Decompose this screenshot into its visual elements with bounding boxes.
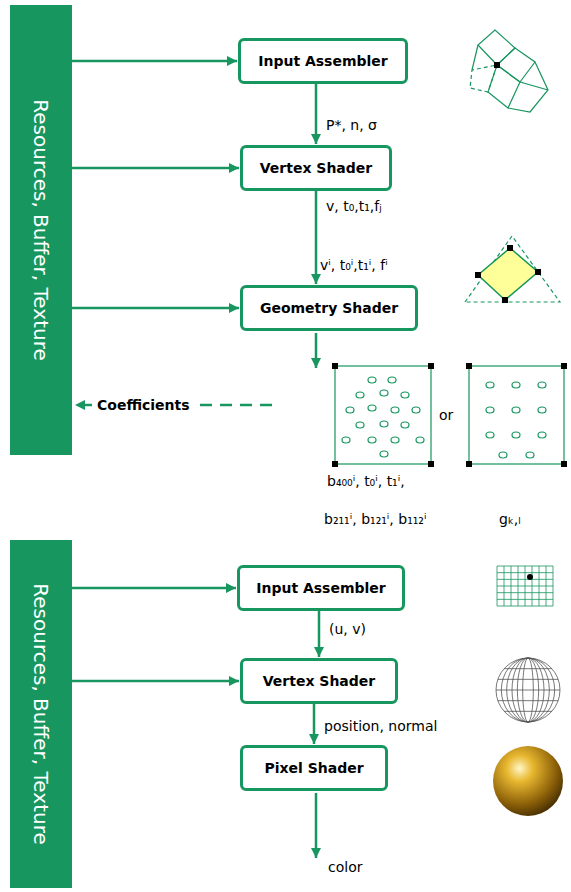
band-label: Resources, Buffer, Texture	[29, 99, 53, 360]
stage-box: Input Assembler	[237, 565, 405, 611]
stage-box: Vertex Shader	[240, 658, 398, 704]
flow-arrow	[315, 191, 318, 284]
flow-arrow	[318, 611, 321, 657]
flow-arrow	[313, 704, 316, 744]
annotation: gₖ,ₗ	[497, 510, 523, 528]
stage-name: Vertex Shader	[263, 673, 375, 689]
bezier-grid	[335, 366, 431, 464]
stage-name: Pixel Shader	[264, 760, 363, 776]
annotation: Coefficients	[95, 396, 192, 414]
wire-sphere	[496, 658, 560, 722]
annotation: b₂₁₁ⁱ, b₁₂₁ⁱ, b₁₁₂ⁱ	[322, 510, 428, 528]
uv-grid	[497, 566, 553, 606]
annotation: or	[437, 406, 455, 424]
output-arrow	[315, 793, 318, 858]
annotation: b₄₀₀ⁱ, t₀ⁱ, t₁ⁱ,	[325, 472, 407, 490]
vertex-dot	[494, 62, 500, 68]
stage-box: Pixel Shader	[240, 745, 388, 791]
flow-arrow	[315, 84, 318, 144]
stage-name: Vertex Shader	[260, 160, 372, 176]
flow-arrow	[72, 60, 237, 63]
output-arrow	[315, 333, 318, 368]
stage-box: Input Assembler	[238, 38, 408, 84]
stage-name: Input Assembler	[256, 580, 386, 596]
resource-band: Resources, Buffer, Texture	[10, 5, 72, 455]
flow-arrow	[72, 587, 236, 590]
regular-grid	[469, 366, 564, 464]
edge-label: position, normal	[322, 717, 439, 735]
stage-name: Geometry Shader	[260, 300, 398, 316]
corner-dots	[466, 363, 567, 467]
mesh-sketch	[470, 30, 548, 112]
annotation: vⁱ, t₀ⁱ,t₁ⁱ, fⁱ	[318, 256, 390, 274]
edge-label: v, t₀,t₁,fⱼ	[324, 197, 384, 215]
stage-box: Geometry Shader	[240, 285, 418, 331]
stage-box: Vertex Shader	[240, 145, 392, 191]
triangle-patch	[465, 236, 560, 303]
resource-band: Resources, Buffer, Texture	[10, 540, 72, 888]
stage-name: Input Assembler	[258, 53, 388, 69]
flow-arrow	[72, 167, 239, 170]
corner-dots	[332, 363, 434, 467]
band-label: Resources, Buffer, Texture	[29, 583, 53, 844]
shaded-sphere	[493, 746, 563, 816]
edge-label: P*, n, σ	[324, 116, 379, 134]
annotation: color	[326, 858, 364, 876]
edge-label: (u, v)	[327, 620, 368, 638]
flow-arrow	[72, 307, 239, 310]
uv-dot	[527, 574, 533, 580]
flow-arrow	[72, 680, 239, 683]
